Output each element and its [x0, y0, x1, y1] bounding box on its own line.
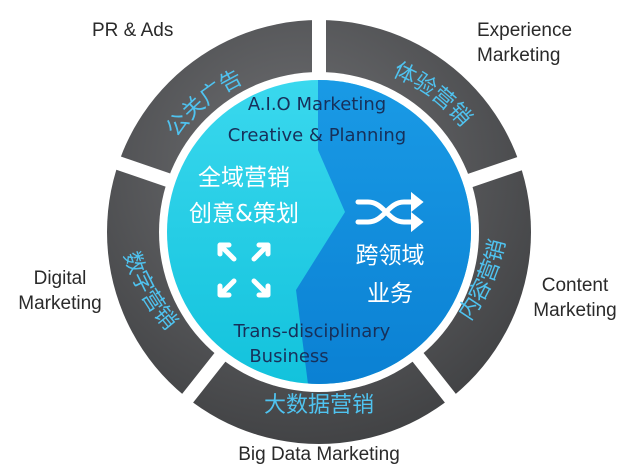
aio-line1: A.I.O Marketing	[248, 94, 386, 115]
label-pr-ads: PR & Ads	[92, 20, 174, 41]
inner-blue-half	[296, 80, 471, 384]
ring-label-dashuju: 大数据营销	[264, 393, 374, 418]
aio-line2: Creative & Planning	[228, 125, 406, 146]
shuffle-icon	[355, 191, 424, 233]
inner-circle	[167, 80, 471, 384]
label-digital-marketing: Digital Marketing	[18, 268, 102, 314]
trans-line1: Trans-disciplinary	[233, 321, 391, 342]
expand-arrows-icon	[217, 242, 271, 298]
cn-line1: 全域营销	[198, 165, 290, 191]
trans-cn-line1: 跨领域	[356, 243, 425, 269]
label-experience-marketing: Experience Marketing	[477, 20, 573, 66]
cn-line2: 创意&策划	[189, 201, 299, 227]
center-text: A.I.O Marketing Creative & Planning 全域营销…	[189, 94, 424, 367]
label-big-data-marketing: Big Data Marketing	[238, 444, 400, 465]
trans-cn-line2: 业务	[367, 281, 413, 307]
trans-line2: Business	[249, 346, 328, 367]
label-content-marketing: Content Marketing	[533, 275, 617, 321]
